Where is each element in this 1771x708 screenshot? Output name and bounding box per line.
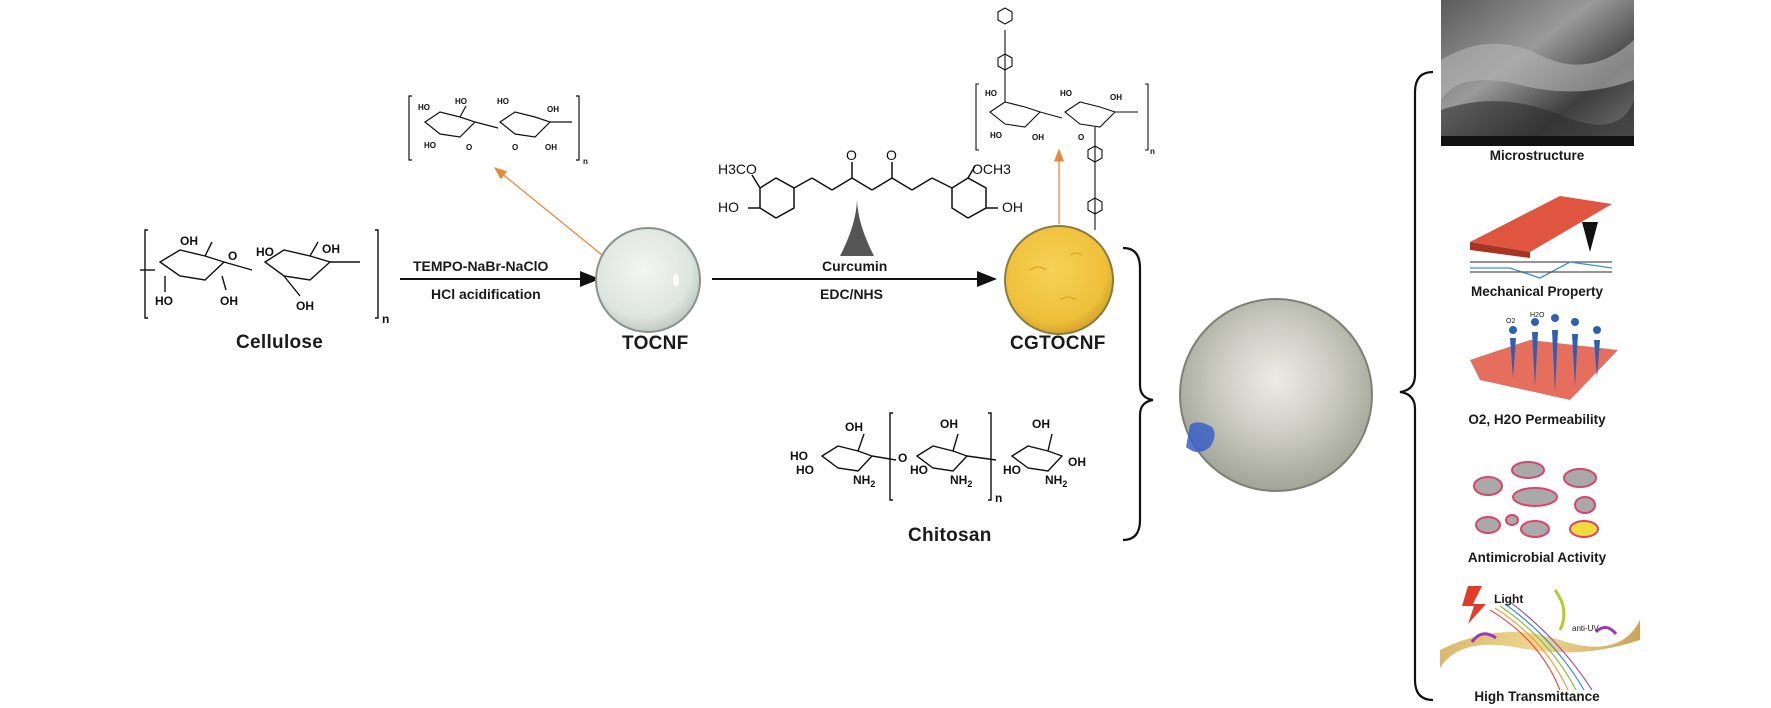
svg-text:NH2: NH2 <box>950 473 972 489</box>
cellulose-n-subscript: n <box>382 312 389 326</box>
svg-text:n: n <box>1150 147 1155 156</box>
reaction1-reagent: TEMPO-NaBr-NaClO <box>413 258 549 274</box>
cellulose-oh-label: OH <box>296 299 314 313</box>
svg-text:HO: HO <box>910 463 928 477</box>
property-microstructure: Microstructure <box>1489 148 1585 163</box>
cgtocnf-disc <box>1004 225 1114 335</box>
combine-brace <box>1122 246 1154 542</box>
tocnf-label: TOCNF <box>622 333 689 354</box>
cellulose-ho-label: HO <box>256 245 274 259</box>
anti-uv-label: anti-UV <box>1572 624 1599 633</box>
svg-text:O: O <box>898 451 907 465</box>
antimicrobial-illustration <box>1473 461 1599 538</box>
cellulose-oh-label: OH <box>180 234 198 248</box>
svg-text:n: n <box>995 491 1002 505</box>
svg-text:HO: HO <box>1060 89 1072 98</box>
property-permeability: O2, H2O Permeability <box>1468 412 1606 427</box>
curcumin-methoxy-right: OCH3 <box>972 161 1011 177</box>
svg-text:OH: OH <box>845 420 863 434</box>
svg-text:O: O <box>1078 133 1084 142</box>
svg-text:OH: OH <box>1032 417 1050 431</box>
svg-text:O: O <box>512 143 518 152</box>
svg-text:NH2: NH2 <box>853 473 875 489</box>
mechanical-property-illustration <box>1470 196 1613 279</box>
tocnf-structure <box>408 95 580 161</box>
svg-text:OH: OH <box>545 143 557 152</box>
chitosan-structure <box>820 412 1064 501</box>
svg-text:OH: OH <box>547 105 559 114</box>
svg-text:O: O <box>466 143 472 152</box>
curved-arrow-icon <box>1553 589 1566 631</box>
curcumin-hydroxyl-left: HO <box>718 199 739 215</box>
property-mechanical: Mechanical Property <box>1470 284 1604 299</box>
chitosan-label: Chitosan <box>908 525 992 546</box>
curcumin-carbonyl-right: O <box>886 147 897 163</box>
gloved-finger <box>1186 422 1215 452</box>
curcumin-structure <box>748 162 998 219</box>
properties-brace <box>1399 70 1434 702</box>
svg-text:OH: OH <box>1110 93 1122 102</box>
cellulose-oh-label: OH <box>322 242 340 256</box>
curcumin-carbonyl-left: O <box>846 147 857 163</box>
property-antimicrobial: Antimicrobial Activity <box>1467 550 1607 565</box>
cellulose-label: Cellulose <box>236 332 324 353</box>
svg-text:HO: HO <box>790 449 808 463</box>
cgtocnf-structure <box>975 7 1149 230</box>
svg-text:HO: HO <box>796 463 814 477</box>
water-label: H2O <box>1530 312 1545 319</box>
svg-text:HO: HO <box>1003 463 1021 477</box>
permeability-illustration <box>1470 314 1618 400</box>
property-transmittance: High Transmittance <box>1474 689 1600 704</box>
svg-text:HO: HO <box>497 97 509 106</box>
oxygen-label: O2 <box>1506 318 1516 325</box>
transmittance-illustration <box>1440 586 1640 691</box>
cellulose-oh-label: OH <box>220 294 238 308</box>
tocnf-disc <box>595 227 701 333</box>
svg-text:HO: HO <box>990 131 1002 140</box>
cellulose-o-label: O <box>228 249 237 263</box>
composite-film-disc <box>1179 298 1373 492</box>
curcumin-addition-arrow <box>840 200 874 256</box>
svg-text:n: n <box>583 157 588 166</box>
lightning-icon <box>1462 586 1486 624</box>
svg-text:OH: OH <box>1068 455 1086 469</box>
svg-text:NH2: NH2 <box>1045 473 1067 489</box>
svg-text:HO: HO <box>985 89 997 98</box>
svg-text:HO: HO <box>455 97 467 106</box>
tocnf-structure-arrow <box>493 167 603 256</box>
light-label: Light <box>1494 592 1524 606</box>
reaction1-condition: HCl acidification <box>431 286 541 302</box>
svg-text:HO: HO <box>418 103 430 112</box>
cellulose-ho-label: HO <box>155 294 173 308</box>
svg-text:OH: OH <box>940 417 958 431</box>
svg-text:OH: OH <box>1032 133 1044 142</box>
cellulose-structure <box>140 229 379 319</box>
cgtocnf-label: CGTOCNF <box>1010 333 1106 354</box>
curcumin-hydroxyl-right: OH <box>1002 199 1023 215</box>
svg-text:HO: HO <box>424 141 436 150</box>
reaction2-reagent: Curcumin <box>822 258 888 274</box>
curcumin-methoxy-left: H3CO <box>718 161 757 177</box>
reaction2-condition: EDC/NHS <box>820 286 884 302</box>
